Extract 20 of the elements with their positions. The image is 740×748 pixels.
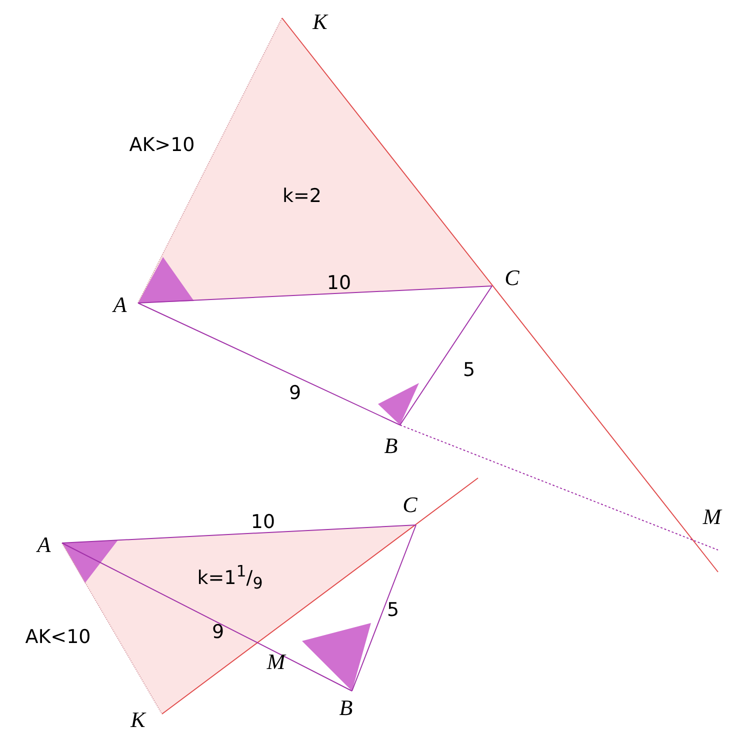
point-label: M [702,504,722,530]
ratio-label: k=2 [282,185,322,207]
point-label: C [504,265,520,291]
point-label: K [130,707,146,733]
point-label: K [312,9,328,35]
side-length: 9 [288,382,302,404]
point-label: M [266,649,286,675]
point-label: A [113,292,127,318]
side-length: 5 [462,359,476,381]
ratio-label: k=1$^{1}$/$_{9}$ [197,561,263,593]
point-label: B [384,433,398,459]
side-length: 10 [250,511,276,533]
side-length: 5 [386,599,400,621]
inequality-label: AK<10 [25,626,91,648]
point-label: B [339,695,353,721]
side-length: 10 [326,272,352,294]
side-length: 9 [212,621,224,643]
point-label: C [402,492,418,518]
point-label: A [37,532,51,558]
inequality-label: AK>10 [129,134,195,156]
